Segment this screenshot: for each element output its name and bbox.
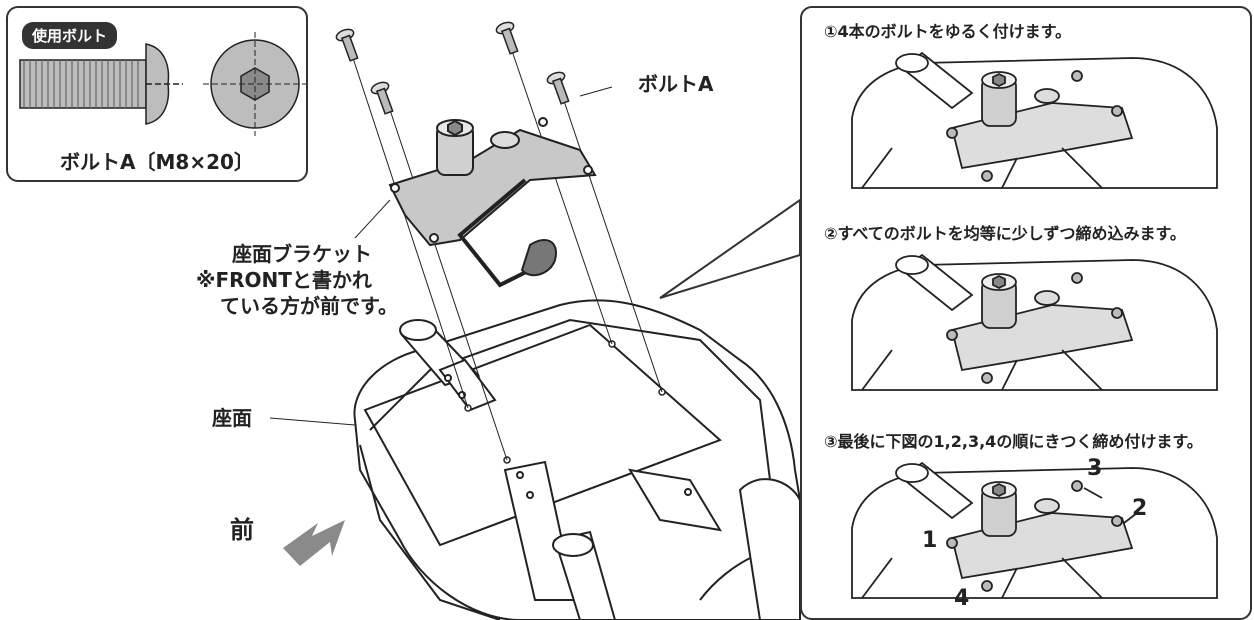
label-bracket-line1: 座面ブラケット [232,242,372,266]
label-front: 前 [230,516,254,544]
label-bracket-line3: ている方が前です。 [220,294,398,318]
order-number-3: 3 [1087,456,1103,481]
seat-left-post [399,319,497,412]
step-1-text: ①4本のボルトをゆるく付けます。 [824,22,1072,41]
seat-right-post [628,468,801,620]
steps-drawings [851,51,1218,599]
label-bolt-a: ボルトA [638,72,714,96]
order-number-2: 2 [1132,496,1148,521]
label-bracket-line2: ※FRONTと書かれ [196,268,372,292]
seat-front-post [503,460,617,620]
step-2-text: ②すべてのボルトを均等に少しずつ締め込みます。 [824,224,1186,243]
bolt-badge: 使用ボルト [22,22,118,49]
front-arrow [283,520,345,566]
bolt-detail-drawing [19,32,306,136]
bolt-detail-inset: 使用ボルト ボルトA〔M8×20〕 [6,6,308,182]
guide-lines [269,44,663,461]
seat-bracket [388,117,597,288]
seat-holes [464,340,666,464]
order-number-1: 1 [922,528,938,553]
step-3-text: ③最後に下図の1,2,3,4の順にきつく締め付けます。 [824,432,1203,451]
steps-panel: ①4本のボルトをゆるく付けます。 ②すべてのボルトを均等に少しずつ締め込みます。… [800,6,1252,620]
bolt-caption: ボルトA〔M8×20〕 [60,150,254,174]
order-number-4: 4 [954,586,970,611]
label-seat: 座面 [212,406,252,430]
callout-pointer [659,198,801,299]
bolts [335,21,570,115]
